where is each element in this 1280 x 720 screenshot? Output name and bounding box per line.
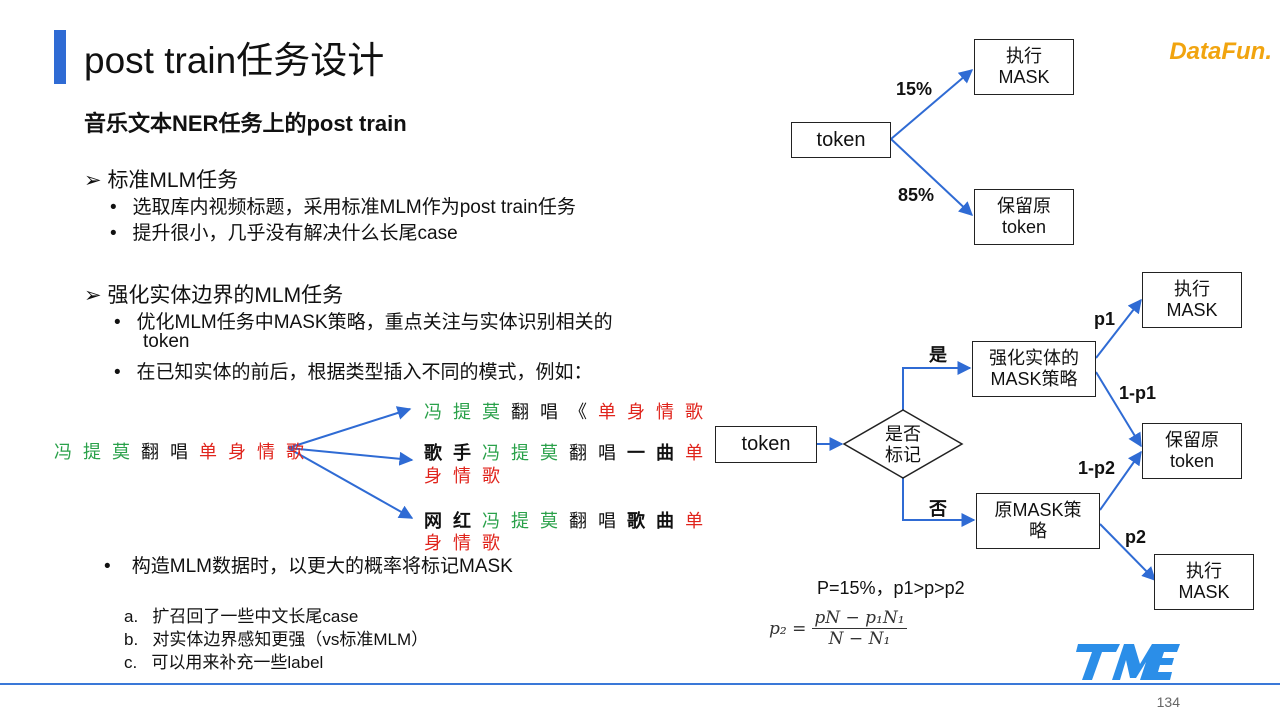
p1-label: p1 — [1094, 309, 1116, 329]
section1-heading: ➢ 标准MLM任务 — [84, 169, 239, 192]
p2-formula: p₂ = pN − p₁N₁ N − N₁ — [769, 608, 907, 649]
datafun-logo: DataFun. — [1169, 38, 1272, 65]
arrow-bullet-icon: ➢ — [84, 169, 108, 192]
decision-diamond — [842, 409, 964, 479]
example-output-3-cont: 身 情 歌 — [424, 533, 504, 553]
bottom-token-box: token — [715, 426, 817, 463]
example-output-1: 冯 提 莫 翻 唱 《 单 身 情 歌 — [424, 402, 707, 422]
dot-bullet-icon: • — [104, 556, 132, 577]
section3-bullet: • 构造MLM数据时，以更大的概率将标记MASK — [104, 556, 513, 577]
section3-item-b: b. 对实体边界感知更强（vs标准MLM） — [124, 630, 429, 649]
example-output-3: 网 红 冯 提 莫 翻 唱 歌 曲 单 — [424, 511, 704, 531]
tme-logo-icon — [1076, 644, 1180, 680]
section3-item-a: a. 扩召回了一些中文长尾case — [124, 607, 359, 626]
p2-label: p2 — [1125, 527, 1147, 547]
slide-title: post train任务设计 — [84, 40, 385, 81]
section2-bullet-1-cont: token — [143, 331, 190, 352]
top-token-box: token — [791, 122, 891, 158]
example-output-2-cont: 身 情 歌 — [424, 466, 504, 486]
arrow-bullet-icon: ➢ — [84, 284, 108, 307]
dot-bullet-icon: • — [114, 312, 137, 333]
example-output-2: 歌 手 冯 提 莫 翻 唱 一 曲 单 — [424, 443, 704, 463]
page-number: 134 — [1156, 694, 1180, 710]
top-p-mask-label: 15% — [896, 79, 933, 99]
one-minus-p2-label: 1-p2 — [1078, 458, 1116, 478]
no-label: 否 — [929, 499, 947, 519]
original-mask-strategy-box: 原MASK策略 — [976, 493, 1100, 549]
dot-bullet-icon: • — [110, 223, 133, 244]
one-minus-p1-label: 1-p1 — [1119, 383, 1157, 403]
dot-bullet-icon: • — [110, 197, 133, 218]
section2-bullet-2: • 在已知实体的前后，根据类型插入不同的模式，例如： — [114, 362, 593, 383]
slide-subtitle: 音乐文本NER任务上的post train — [84, 111, 407, 136]
section1-bullet-1: • 选取库内视频标题，采用标准MLM作为post train任务 — [110, 197, 576, 218]
example-source: 冯 提 莫 翻 唱 单 身 情 歌 — [54, 442, 308, 462]
section2-heading: ➢ 强化实体边界的MLM任务 — [84, 284, 344, 307]
probability-constraint: P=15%，p1>p>p2 — [817, 578, 965, 598]
title-accent-bar — [54, 30, 66, 84]
footer-divider — [0, 683, 1280, 685]
decision-label: 是否标记 — [885, 424, 921, 465]
section3-item-c: c. 可以用来补充一些label — [124, 653, 324, 672]
section1-bullet-2: • 提升很小，几乎没有解决什么长尾case — [110, 223, 458, 244]
top-p-keep-label: 85% — [898, 185, 935, 205]
yes-label: 是 — [929, 345, 947, 365]
section2-bullet-1: • 优化MLM任务中MASK策略，重点关注与实体识别相关的 — [114, 312, 613, 333]
dot-bullet-icon: • — [114, 362, 137, 383]
